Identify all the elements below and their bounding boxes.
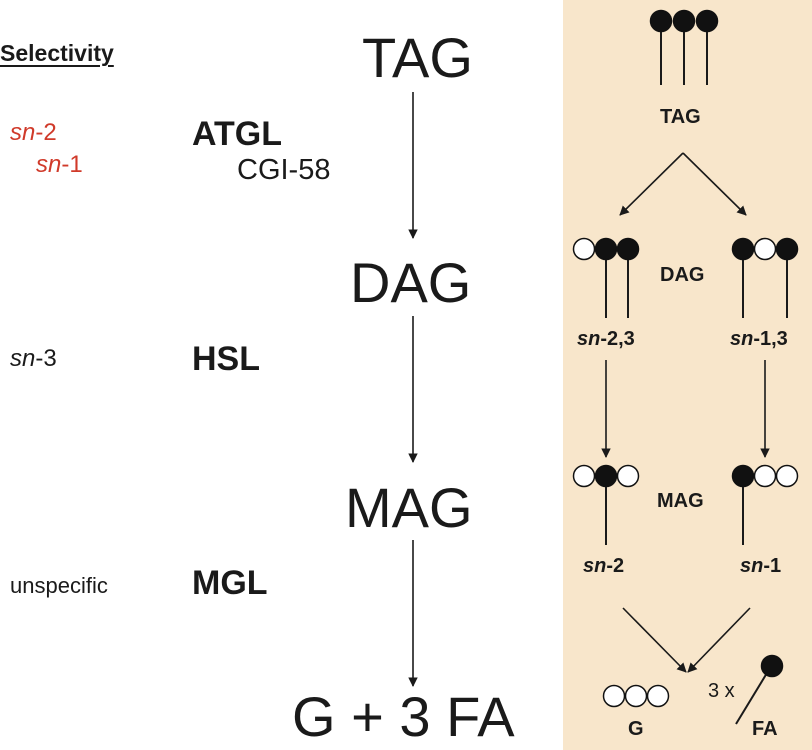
arrow-mag-converge-right [687, 607, 751, 673]
dag-sn13-molecule-icon [731, 237, 799, 318]
stage-products: G + 3 FA [292, 685, 515, 748]
panel-label-mag-sn1: sn-1 [740, 555, 781, 578]
panel-label-mag: MAG [657, 490, 704, 512]
dag-sn23-molecule-icon [572, 237, 640, 318]
enzyme-atgl: ATGL [192, 115, 283, 153]
cofactor-cgi-58: CGI-58 [237, 154, 331, 186]
stage-mag: MAG [345, 476, 473, 539]
sn-prefix: sn [583, 555, 607, 577]
panel-label-mag-sn2: sn-2 [583, 555, 624, 578]
panel-label-fa-multiplier: 3 x [708, 680, 735, 702]
sn-position: -1,3 [753, 328, 788, 350]
selectivity-header: Selectivity [0, 40, 114, 66]
tag-molecule-icon [649, 9, 719, 85]
enzyme-mgl: MGL [192, 564, 268, 602]
sn-position: -2 [606, 555, 625, 577]
fatty-acid-molecule-icon [735, 654, 784, 725]
sn-prefix: sn [740, 555, 764, 577]
enzyme-hsl: HSL [192, 340, 260, 378]
arrow-tag-to-dag-right [682, 152, 747, 216]
arrow-tag-to-dag-left [619, 152, 684, 216]
sn-position: -1 [61, 151, 83, 178]
atgl-selectivity-secondary: sn-1 [36, 151, 83, 179]
arrow-mag-converge-left [622, 607, 687, 673]
glycerol-molecule-icon [602, 684, 670, 708]
sn-prefix: sn [730, 328, 754, 350]
sn-prefix: sn [10, 345, 36, 372]
panel-label-glycerol: G [628, 718, 644, 740]
sn-position: -1 [763, 555, 782, 577]
sn-prefix: sn [10, 119, 36, 146]
sn-position: -3 [35, 345, 57, 372]
panel-label-dag-sn23: sn-2,3 [577, 328, 635, 351]
mag-sn1-molecule-icon [731, 464, 799, 545]
stage-dag: DAG [350, 251, 472, 314]
atgl-selectivity-primary: sn-2 [10, 119, 57, 147]
mgl-selectivity: unspecific [10, 573, 108, 598]
sn-position: -2 [35, 119, 57, 146]
mag-sn2-molecule-icon [572, 464, 640, 545]
panel-label-dag: DAG [660, 264, 705, 286]
panel-label-dag-sn13: sn-1,3 [730, 328, 788, 351]
panel-label-tag: TAG [660, 106, 701, 128]
panel-label-fa: FA [752, 718, 778, 740]
structure-panel [563, 0, 812, 750]
sn-prefix: sn [577, 328, 601, 350]
sn-position: -2,3 [600, 328, 635, 350]
hsl-selectivity: sn-3 [10, 345, 57, 373]
sn-prefix: sn [36, 151, 62, 178]
stage-tag: TAG [362, 26, 473, 89]
